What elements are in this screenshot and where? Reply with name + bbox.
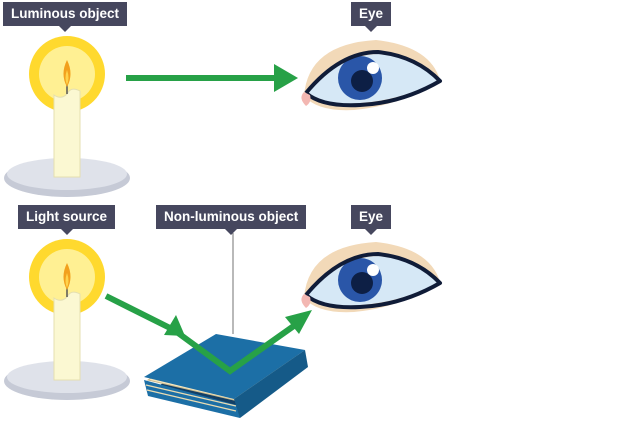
direct-light-arrow — [126, 64, 298, 92]
light-source-label: Light source — [18, 205, 116, 235]
eye-icon — [299, 240, 442, 315]
light-source-candle-icon — [3, 238, 131, 401]
non-luminous-object-label: Non-luminous object — [156, 205, 307, 235]
luminous-candle-icon — [3, 35, 131, 198]
luminous-object-label: Luminous object — [3, 2, 127, 32]
eye-icon — [299, 38, 442, 113]
book-icon — [144, 334, 308, 418]
eye-label-top: Eye — [351, 2, 392, 32]
reflected-light-arrow — [104, 293, 312, 375]
eye-label-bottom: Eye — [351, 205, 392, 235]
